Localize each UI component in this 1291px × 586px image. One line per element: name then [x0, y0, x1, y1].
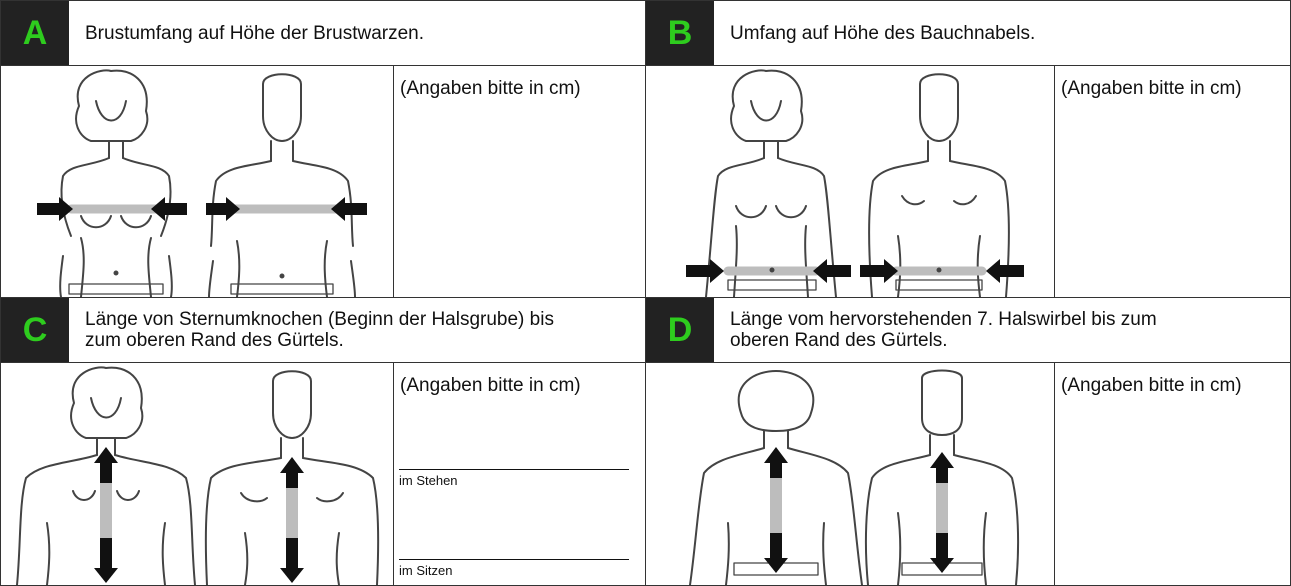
woman-figure — [706, 70, 836, 297]
section-b-unit-note: (Angaben bitte in cm) — [1061, 78, 1242, 100]
section-c-title: Länge von Sternumknochen (Beginn der Hal… — [69, 309, 554, 351]
section-a-letter: A — [1, 1, 69, 65]
section-c-body — [0, 362, 394, 586]
section-c-unit-note: (Angaben bitte in cm) — [400, 375, 581, 397]
standing-length-field[interactable]: im Stehen — [399, 469, 629, 488]
section-d-title: Länge vom hervorstehenden 7. Halswirbel … — [714, 309, 1157, 351]
sitting-length-field[interactable]: im Sitzen — [399, 559, 629, 578]
section-b-header: B Umfang auf Höhe des Bauchnabels. — [645, 0, 1291, 66]
section-a-header: A Brustumfang auf Höhe der Brustwarzen. — [0, 0, 646, 66]
chest-measure-illustration — [1, 66, 393, 297]
woman-figure — [60, 70, 172, 297]
sitting-length-caption: im Sitzen — [399, 563, 629, 578]
section-c-header: C Länge von Sternumknochen (Beginn der H… — [0, 297, 646, 363]
section-a-note-box: (Angaben bitte in cm) — [393, 65, 646, 298]
section-c-title-line2: zum oberen Rand des Gürtels. — [85, 330, 554, 351]
section-b-letter: B — [646, 1, 714, 65]
back-length-illustration — [646, 363, 1054, 585]
front-length-illustration — [1, 363, 393, 585]
section-b-title: Umfang auf Höhe des Bauchnabels. — [714, 23, 1035, 44]
section-d-title-line1: Länge vom hervorstehenden 7. Halswirbel … — [730, 309, 1157, 330]
man-figure — [209, 74, 355, 297]
section-b-note-box: (Angaben bitte in cm) — [1054, 65, 1291, 298]
section-a-body — [0, 65, 394, 298]
section-a-unit-note: (Angaben bitte in cm) — [400, 78, 581, 100]
woman-length-arrow — [94, 447, 118, 583]
section-c-title-line1: Länge von Sternumknochen (Beginn der Hal… — [85, 309, 554, 330]
section-d-header: D Länge vom hervorstehenden 7. Halswirbe… — [645, 297, 1291, 363]
man-figure — [869, 74, 1009, 297]
section-c-letter: C — [1, 298, 69, 362]
section-b-body — [645, 65, 1055, 298]
woman-back-length-arrow — [764, 447, 788, 573]
section-d-letter: D — [646, 298, 714, 362]
standing-length-line — [399, 469, 629, 471]
waist-measure-illustration — [646, 66, 1054, 297]
section-d-title-line2: oberen Rand des Gürtels. — [730, 330, 1157, 351]
section-d-note-box: (Angaben bitte in cm) — [1054, 362, 1291, 586]
section-a-title: Brustumfang auf Höhe der Brustwarzen. — [69, 23, 424, 44]
standing-length-caption: im Stehen — [399, 473, 629, 488]
man-back-length-arrow — [930, 452, 954, 573]
sitting-length-line — [399, 559, 629, 561]
section-c-note-box: (Angaben bitte in cm) im Stehen im Sitze… — [393, 362, 646, 586]
section-d-unit-note: (Angaben bitte in cm) — [1061, 375, 1242, 397]
man-length-arrow — [280, 457, 304, 583]
section-d-body — [645, 362, 1055, 586]
